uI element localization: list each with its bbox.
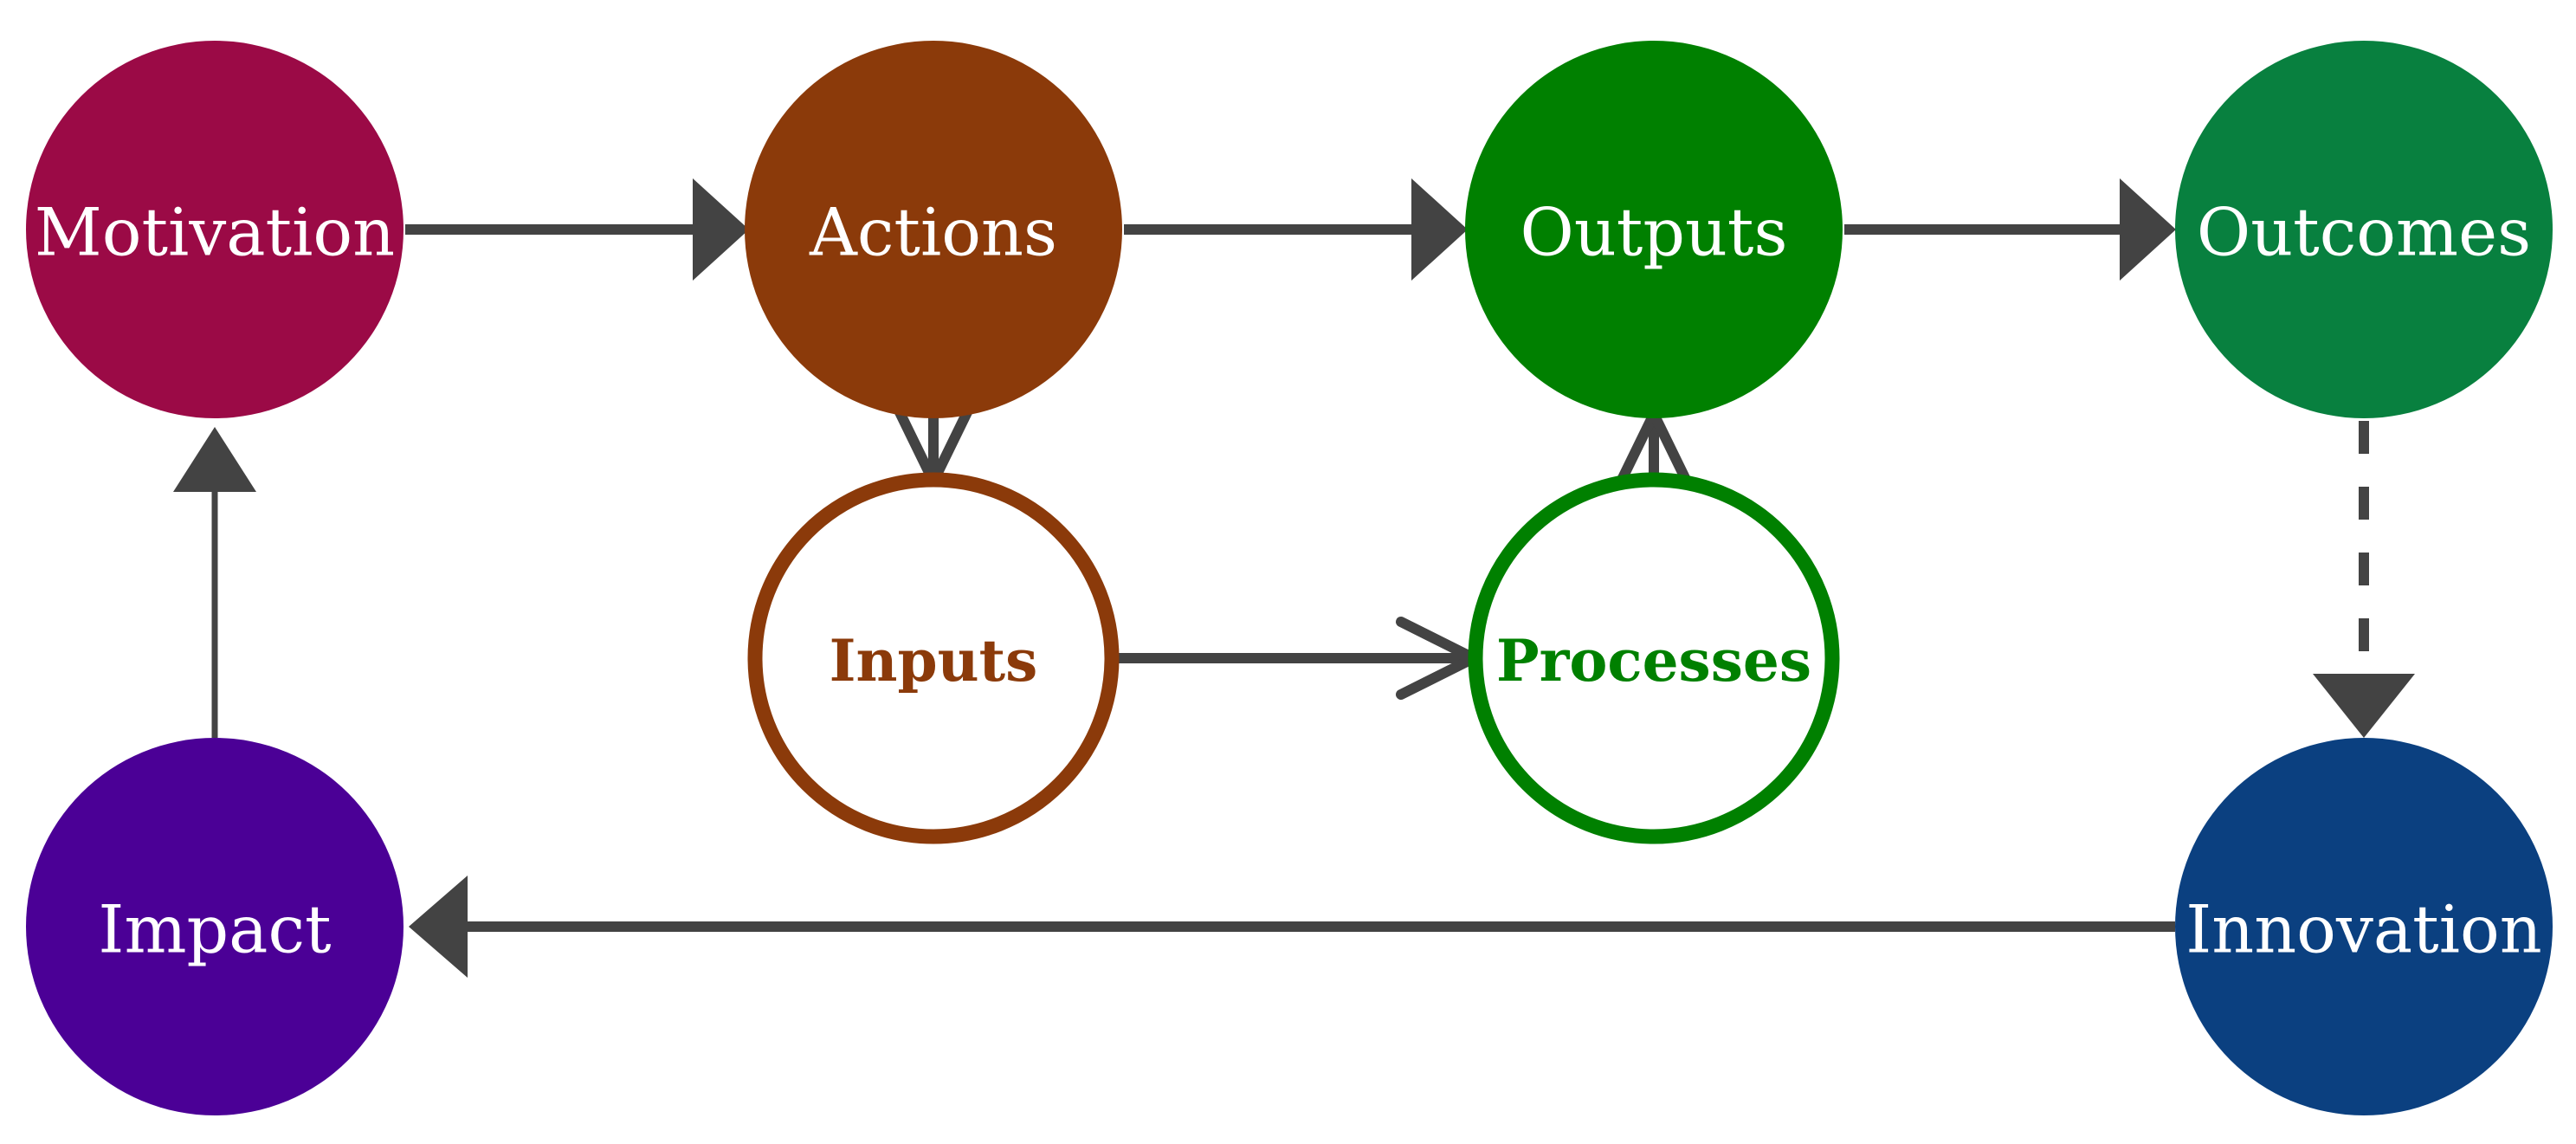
- node-label-motivation: Motivation: [35, 194, 395, 271]
- node-shape-innovation: [2175, 738, 2553, 1115]
- node-shape-outputs: [1465, 41, 1843, 418]
- node-outcomes[interactable]: Outcomes: [2175, 41, 2553, 418]
- arrowhead-filled-triangle: [1411, 178, 1468, 281]
- edge-inputs-processes[interactable]: [1117, 617, 1479, 700]
- node-innovation[interactable]: Innovation: [2175, 738, 2553, 1115]
- edge-impact-motivation[interactable]: [173, 427, 256, 738]
- node-shape-motivation: [26, 41, 404, 418]
- node-actions[interactable]: Actions: [745, 41, 1122, 418]
- node-label-outcomes: Outcomes: [2197, 194, 2531, 271]
- arrowhead-filled-triangle: [409, 876, 468, 978]
- arrowhead-filled-triangle: [2313, 674, 2415, 738]
- edge-outputs-outcomes[interactable]: [1844, 178, 2176, 281]
- node-shape-impact: [26, 738, 404, 1115]
- node-shape-processes: [1468, 472, 1840, 844]
- edges-layer: [173, 178, 2415, 978]
- arrowhead-filled-triangle: [173, 427, 256, 492]
- node-label-impact: Impact: [98, 891, 331, 968]
- arrowhead-open-chevron-lower: [1396, 653, 1479, 700]
- edge-actions-outputs[interactable]: [1124, 178, 1468, 281]
- arrowhead-open-v-right: [1649, 409, 1694, 490]
- edge-actions-inputs[interactable]: [894, 405, 973, 487]
- node-shape-outcomes: [2175, 41, 2553, 418]
- arrowhead-open-v-right: [928, 405, 973, 487]
- node-label-innovation: Innovation: [2185, 891, 2541, 968]
- node-outputs[interactable]: Outputs: [1465, 41, 1843, 418]
- node-label-processes: Processes: [1496, 627, 1811, 695]
- arrowhead-open-v-left: [894, 405, 939, 487]
- arrowhead-open-v-left: [1614, 409, 1659, 490]
- node-shape-actions: [745, 41, 1122, 418]
- node-label-actions: Actions: [809, 194, 1057, 271]
- node-processes[interactable]: Processes: [1468, 472, 1840, 844]
- arrowhead-open-chevron-upper: [1396, 617, 1479, 663]
- node-impact[interactable]: Impact: [26, 738, 404, 1115]
- node-label-outputs: Outputs: [1520, 194, 1788, 271]
- arrowhead-filled-triangle: [2120, 178, 2176, 281]
- node-inputs[interactable]: Inputs: [747, 472, 1120, 844]
- node-label-inputs: Inputs: [830, 627, 1038, 695]
- edge-processes-outputs[interactable]: [1614, 409, 1694, 490]
- edge-innovation-impact[interactable]: [409, 876, 2175, 978]
- node-shape-inputs: [747, 472, 1120, 844]
- nodes-layer: Motivation Actions Outputs Outcomes Inpu…: [26, 41, 2553, 1115]
- arrowhead-filled-triangle: [693, 178, 749, 281]
- node-motivation[interactable]: Motivation: [26, 41, 404, 418]
- edge-motivation-actions[interactable]: [405, 178, 749, 281]
- edge-outcomes-innovation[interactable]: [2313, 421, 2415, 738]
